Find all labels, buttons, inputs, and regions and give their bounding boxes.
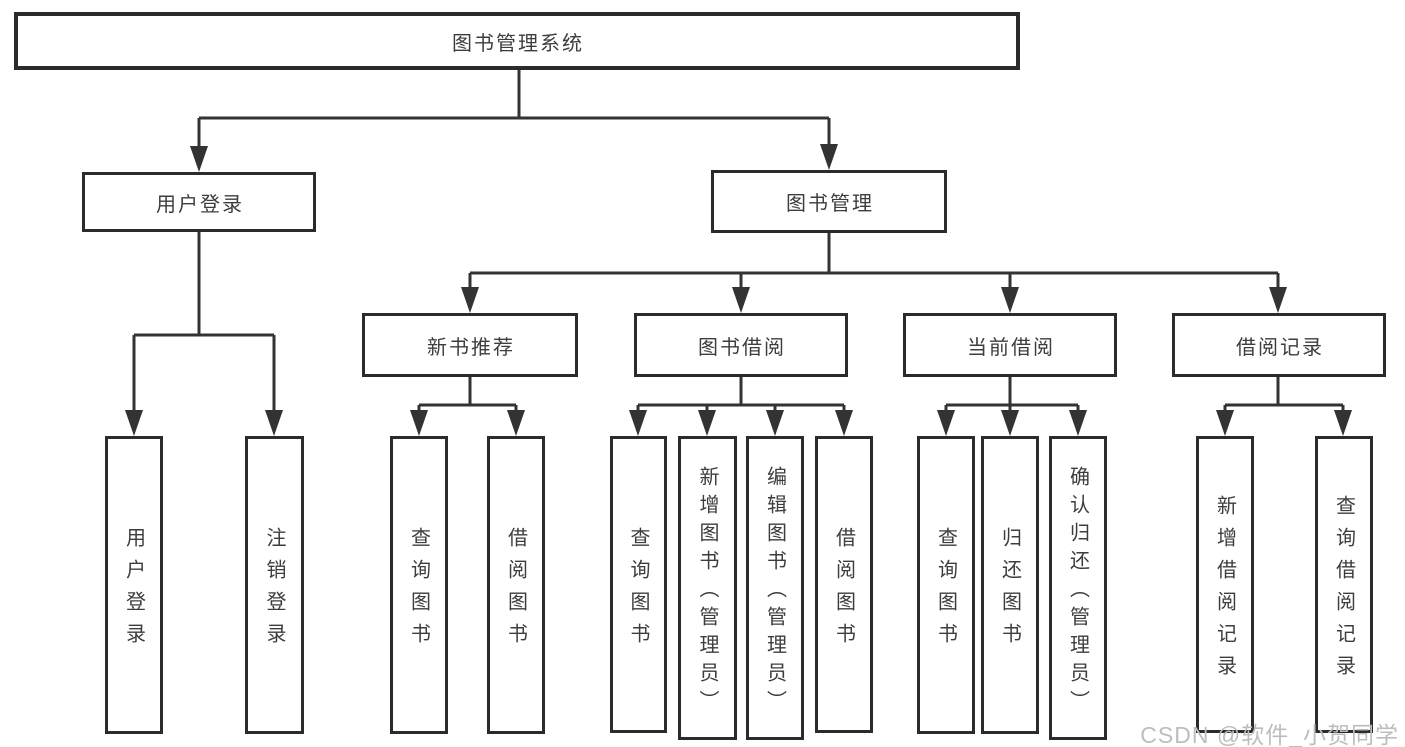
node-label: 编辑图书（管理员） [763, 466, 786, 718]
node-current-borrow: 当前借阅 [903, 313, 1117, 377]
node-borrow-records: 借阅记录 [1172, 313, 1386, 377]
node-label: 确认归还（管理员） [1066, 466, 1089, 718]
node-label: 新书推荐 [427, 336, 515, 359]
node-label: 查询借阅记录 [1332, 494, 1355, 687]
node-label: 注销登录 [263, 527, 285, 655]
node-book-management: 图书管理 [711, 170, 947, 233]
leaf-query-books-current: 查询图书 [917, 436, 975, 734]
node-label: 用户登录 [156, 193, 244, 216]
node-new-book-recommend: 新书推荐 [362, 313, 578, 377]
node-label: 归还图书 [998, 527, 1021, 655]
node-label: 新增借阅记录 [1213, 494, 1236, 687]
node-label: 查询图书 [407, 527, 430, 655]
leaf-return-books: 归还图书 [981, 436, 1039, 734]
node-label: 借阅图书 [504, 527, 527, 655]
node-library-system: 图书管理系统 [14, 12, 1020, 70]
node-label: 图书借阅 [698, 336, 786, 359]
node-label: 新增图书（管理员） [696, 466, 718, 718]
node-user-login: 用户登录 [82, 172, 316, 232]
node-label: 当前借阅 [967, 336, 1055, 359]
node-label: 借阅图书 [832, 526, 855, 655]
leaf-query-books-borrow: 查询图书 [610, 436, 667, 733]
leaf-borrow-books-recommend: 借阅图书 [487, 436, 545, 734]
leaf-confirm-return-admin: 确认归还（管理员） [1049, 436, 1107, 740]
leaf-query-books-recommend: 查询图书 [390, 436, 448, 734]
node-label: 用户登录 [122, 527, 145, 655]
node-label: 查询图书 [627, 526, 649, 655]
leaf-add-books-admin: 新增图书（管理员） [678, 436, 737, 740]
leaf-query-borrow-record: 查询借阅记录 [1315, 436, 1373, 733]
csdn-watermark: CSDN @软件_小贺同学 [1140, 722, 1399, 747]
node-label: 借阅记录 [1236, 336, 1324, 359]
leaf-edit-books-admin: 编辑图书（管理员） [746, 436, 804, 740]
leaf-borrow-books: 借阅图书 [815, 436, 873, 733]
leaf-user-login: 用户登录 [105, 436, 163, 734]
leaf-add-borrow-record: 新增借阅记录 [1196, 436, 1254, 733]
node-label: 图书管理系统 [452, 32, 584, 55]
leaf-logout: 注销登录 [245, 436, 304, 734]
node-book-borrow: 图书借阅 [634, 313, 848, 377]
node-label: 图书管理 [786, 193, 874, 215]
node-label: 查询图书 [934, 527, 957, 655]
